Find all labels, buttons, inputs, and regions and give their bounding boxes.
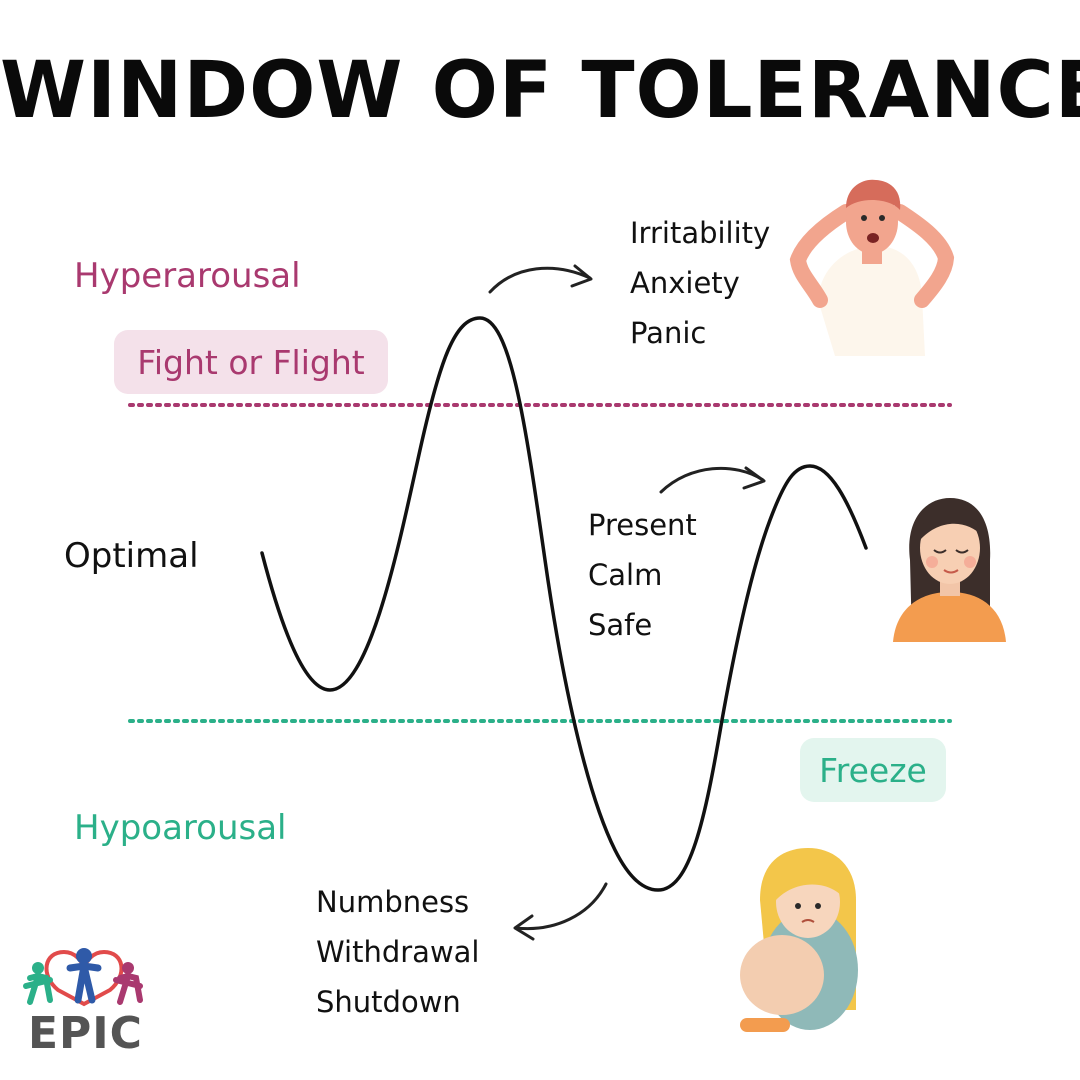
hypo-word: Numbness	[316, 885, 470, 919]
optimal-word: Present	[588, 508, 697, 542]
hyperarousal-words: Irritability Anxiety Panic	[630, 208, 770, 358]
calm-woman-illustration	[893, 498, 1006, 642]
arrow-to-hypo-words	[513, 882, 608, 941]
logo-text: EPIC	[28, 1008, 143, 1059]
hypo-word: Withdrawal	[316, 935, 480, 969]
hypo-word: Shutdown	[316, 985, 461, 1019]
hypoarousal-label: Hypoarousal	[74, 808, 287, 848]
hyper-word: Panic	[630, 316, 707, 350]
hypoarousal-words: Numbness Withdrawal Shutdown	[316, 877, 480, 1027]
hyper-word: Anxiety	[630, 266, 740, 300]
withdrawn-girl-illustration	[740, 848, 858, 1032]
optimal-words: Present Calm Safe	[588, 500, 697, 650]
arrow-to-hyper-words	[488, 264, 593, 294]
optimal-word: Calm	[588, 558, 663, 592]
arousal-curve	[260, 316, 868, 892]
hyper-word: Irritability	[630, 216, 771, 250]
hyperarousal-label: Hyperarousal	[74, 256, 301, 296]
epic-logo	[23, 948, 143, 1007]
arrow-to-optimal-words	[659, 466, 766, 494]
fight-or-flight-badge: Fight or Flight	[114, 330, 388, 394]
optimal-word: Safe	[588, 608, 653, 642]
page-title: WINDOW OF TOLERANCE	[0, 46, 1080, 136]
stressed-man-illustration	[789, 179, 955, 356]
freeze-badge: Freeze	[800, 738, 946, 802]
optimal-label: Optimal	[64, 536, 199, 576]
